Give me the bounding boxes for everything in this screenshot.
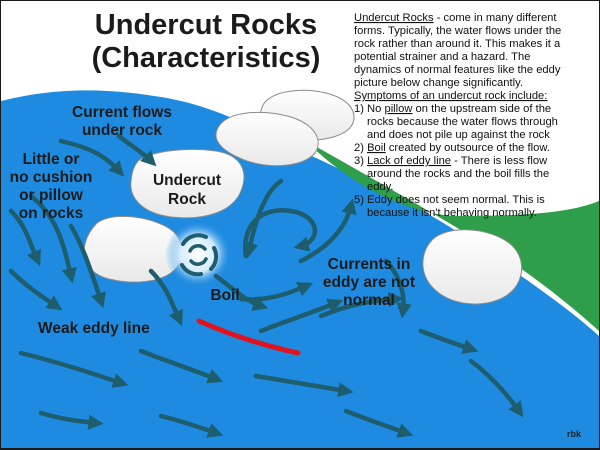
desc-symptom-3-line-3: eddy.: [367, 181, 394, 193]
arrow-bottom-6: [158, 413, 224, 438]
rock-undercut: [130, 149, 245, 219]
desc-symptom-2: 2) Boil created by outsource of the flow…: [354, 142, 550, 154]
arrow-bottom-4: [343, 408, 414, 438]
arrow-mid-3: [383, 258, 412, 319]
desc-s2-rest: created by outsource of the flow.: [386, 142, 550, 154]
label-eddy-currents-2: eddy are not: [323, 274, 415, 291]
desc-symptom-1-line-3: and does not pile up against the rock: [367, 129, 550, 141]
arrow-bottom-1: [18, 350, 129, 388]
arrow-left-1: [8, 208, 41, 266]
desc-s2-prefix: 2): [354, 142, 367, 154]
arrow-under-boil-1: [148, 268, 183, 326]
desc-intro-line-2: forms. Typically, the water flows under …: [354, 25, 561, 37]
desc-intro-line-4: potential strainer and a hazard. The: [354, 51, 530, 63]
title-line-1: Undercut Rocks: [95, 9, 317, 41]
desc-s3-rest: - There is less flow: [451, 155, 548, 167]
desc-symptom-3-line-2: around the rocks and the boil fills the: [367, 168, 549, 180]
title-line-2: (Characteristics): [92, 42, 321, 74]
arrow-bottom-5: [38, 410, 104, 430]
label-weak-eddy-line: Weak eddy line: [38, 320, 150, 337]
rock-middle-right: [215, 111, 319, 167]
label-cushion-3: or pillow: [19, 187, 84, 204]
arrow-left-4: [68, 223, 106, 309]
desc-intro-line-3: rock rather than around it. This makes i…: [354, 38, 561, 50]
label-eddy-currents-1: Currents in: [328, 256, 411, 273]
label-current-flows-1: Current flows: [72, 104, 172, 121]
arrow-mid-2: [318, 291, 404, 319]
desc-intro-rest: - come in many different: [434, 12, 558, 24]
weak-eddy-line: [196, 318, 301, 356]
rocks: [83, 89, 523, 305]
label-current-flows-2: under rock: [82, 122, 162, 139]
arrow-left-3: [8, 268, 63, 311]
arrow-bottom-2: [138, 348, 224, 384]
desc-symptom-5: 5) Eddy does not seem normal. This is: [354, 194, 545, 206]
desc-intro-line-5: dynamics of normal features like the edd…: [354, 64, 561, 76]
arrow-eddy-back: [243, 178, 284, 259]
label-undercut-rock-2: Rock: [168, 191, 206, 208]
label-undercut-rock-1: Undercut: [153, 172, 221, 189]
desc-symptom-1: 1) No pillow on the upstream side of the: [354, 103, 551, 115]
river-bank-land: [306, 141, 599, 331]
desc-symptoms-heading: Symptoms of an undercut rock include:: [354, 90, 547, 102]
label-cushion-1: Little or: [23, 151, 80, 168]
boil-glow: [165, 221, 231, 287]
desc-symptom-5-line-2: because it isn't behaving normally.: [367, 207, 537, 219]
flow-arrows: [8, 133, 524, 438]
desc-s2-term: Boil: [367, 142, 386, 154]
credit-label: rbk: [567, 429, 582, 439]
arrow-left-2: [28, 193, 77, 284]
desc-intro-line-6: picture below change significantly.: [354, 77, 523, 89]
arrow-boil-out: [238, 282, 314, 302]
arrow-under-boil-2: [213, 273, 269, 311]
arrow-bottom-3: [253, 373, 354, 398]
rock-far-right: [422, 229, 523, 305]
desc-s1-prefix: 1) No: [354, 103, 384, 115]
desc-intro-line-1: Undercut Rocks - come in many different: [354, 12, 557, 24]
label-cushion-4: on rocks: [19, 205, 84, 222]
rock-lower-left: [83, 215, 183, 283]
description-block: Undercut Rocks - come in many different …: [354, 12, 561, 219]
desc-s3-prefix: 3): [354, 155, 367, 167]
label-cushion-2: no cushion: [10, 169, 93, 186]
arrow-eddy-upstream: [298, 198, 357, 264]
label-boil: Boil: [210, 287, 239, 304]
arrow-right-2: [468, 358, 524, 418]
desc-term: Undercut Rocks: [354, 12, 434, 24]
desc-s1-rest: on the upstream side of the: [412, 103, 551, 115]
arrow-eddy-spiral: [242, 207, 318, 259]
boil: [165, 221, 231, 287]
arrow-current-under-rock-1: [58, 138, 125, 177]
desc-symptom-3: 3) Lack of eddy line - There is less flo…: [354, 155, 548, 167]
label-eddy-currents-3: normal: [343, 292, 395, 309]
arrow-right-1: [418, 328, 479, 354]
arrow-mid-1: [258, 298, 344, 334]
desc-s3-term: Lack of eddy line: [367, 155, 451, 167]
desc-symptom-1-line-2: rocks because the water flows through: [367, 116, 558, 128]
arrow-current-under-rock-2: [116, 133, 157, 167]
desc-s1-term: pillow: [384, 103, 413, 115]
